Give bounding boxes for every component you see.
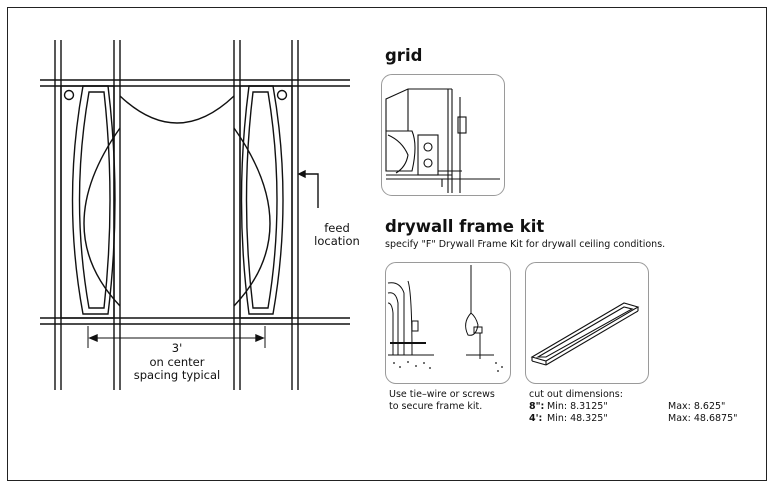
cutout-min-4: Min: 48.325" [547, 413, 608, 424]
grid-detail-illustration [385, 88, 500, 193]
frame-kit-illustration [530, 302, 640, 366]
cutout-max-4: Max: 48.6875" [668, 413, 738, 424]
cutout-size-4: 4': [529, 413, 543, 424]
cutout-size-8: 8": [529, 401, 545, 412]
tie-wire-caption: Use tie–wire or screws to secure frame k… [389, 389, 495, 412]
grid-detail-box [381, 74, 505, 196]
cutout-max-8: Max: 8.625" [668, 401, 726, 412]
tie-wire-detail-box [385, 262, 511, 384]
frame-kit-detail-box [525, 262, 649, 384]
cutout-min-8: Min: 8.3125" [547, 401, 608, 412]
drywall-section-title: drywall frame kit [385, 217, 545, 236]
tie-wire-illustration [387, 265, 503, 372]
drywall-section-subtitle: specify "F" Drywall Frame Kit for drywal… [385, 239, 666, 250]
drawing-sheet [7, 7, 767, 481]
grid-section-title: grid [385, 46, 423, 65]
cutout-header: cut out dimensions: [529, 389, 623, 400]
feed-location-label: feed location [314, 221, 360, 248]
spacing-dimension-value: 3' [171, 341, 183, 355]
spacing-dimension-note: on center spacing typical [133, 355, 221, 382]
